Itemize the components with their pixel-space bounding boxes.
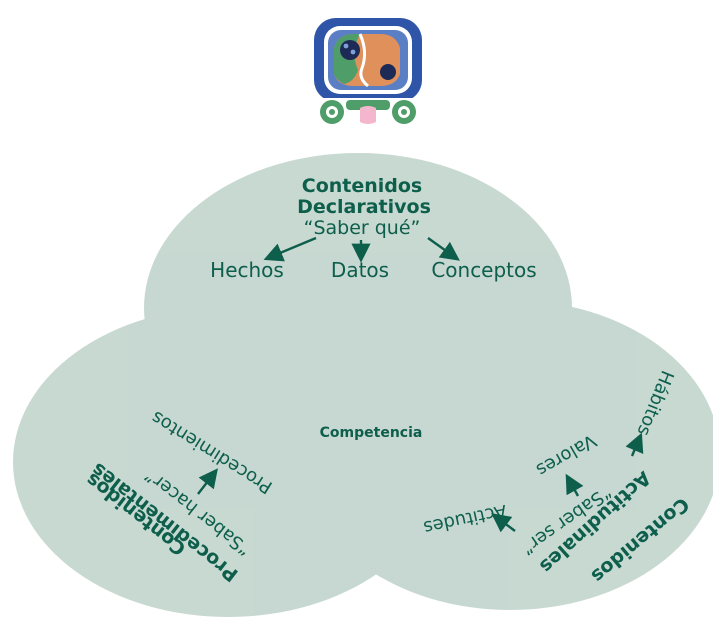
declarativos-title-line1: Contenidos	[301, 175, 423, 197]
declarativos-item-datos: Datos	[330, 258, 390, 282]
arrow-procedimientos	[197, 468, 218, 495]
center-competencia: Competencia	[319, 425, 423, 441]
arrow-valores	[565, 473, 584, 497]
circle-actitudinales	[300, 300, 713, 610]
arrow-hechos	[263, 236, 317, 262]
declarativos-title-line2: Declarativos	[297, 196, 431, 218]
arrow-habitos	[625, 432, 644, 457]
mayan-glyph-logo-icon	[306, 12, 430, 126]
arrow-actitudes	[491, 513, 516, 533]
declarativos-item-hechos: Hechos	[210, 258, 284, 282]
declarativos-item-conceptos: Conceptos	[431, 258, 537, 282]
arrow-conceptos	[427, 237, 460, 261]
declarativos-subtitle: “Saber qué”	[303, 217, 421, 239]
